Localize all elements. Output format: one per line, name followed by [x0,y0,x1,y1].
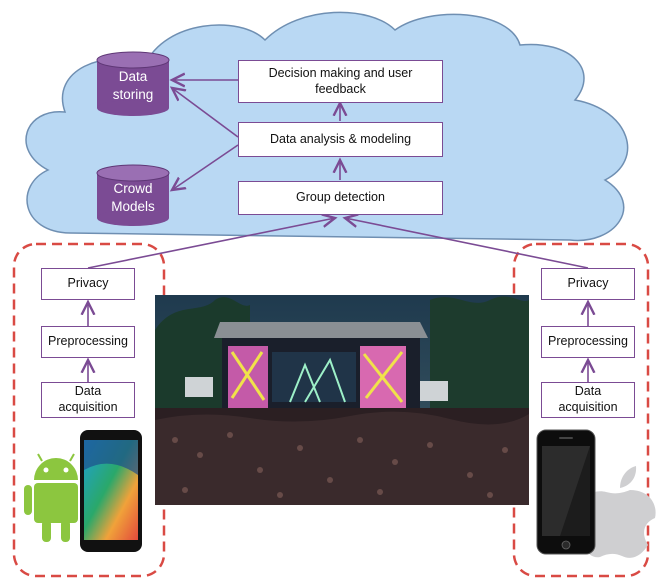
decision-making-node: Decision making and user feedback [238,60,443,103]
android-phone-icon [80,430,142,552]
right-data-acquisition-node: Data acquisition [541,382,635,418]
right-preprocessing-node: Preprocessing [541,326,635,358]
arrow-left-privacy-to-group [87,218,335,269]
left-data-acquisition-node: Data acquisition [41,382,135,418]
left-preprocessing-node: Preprocessing [41,326,135,358]
left-device-group [12,242,166,578]
arrow-analysis-to-storing [172,88,239,138]
data-analysis-node: Data analysis & modeling [238,122,443,157]
data-storing-label: Data storing [112,69,154,102]
arrow-right-privacy-to-group [345,218,589,269]
concert-crowd-photo [155,295,529,505]
group-detection-node: Group detection [238,181,443,215]
arrow-analysis-to-crowd [172,144,239,190]
iphone-icon [536,429,596,555]
android-robot-icon [24,453,88,542]
crowd-models-cylinder [96,164,170,226]
left-privacy-node: Privacy [41,268,135,300]
right-privacy-node: Privacy [541,268,635,300]
crowd-models-label: Crowd Models [111,181,155,214]
data-storing-cylinder [96,51,170,116]
